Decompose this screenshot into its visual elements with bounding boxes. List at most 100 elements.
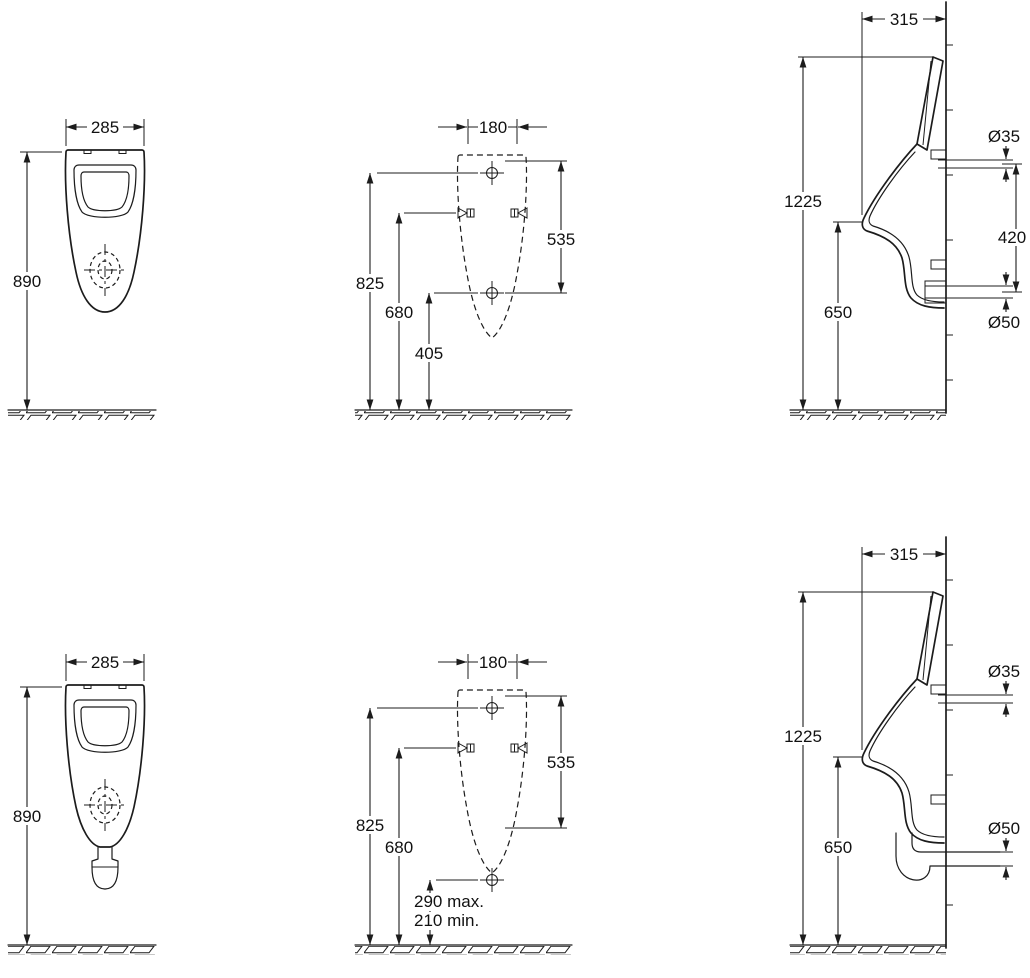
dim-label-inlet-dia: Ø35: [988, 127, 1020, 146]
dim-label-outlet-max: 290 max.: [414, 892, 484, 911]
floor-line: [7, 409, 157, 420]
dim-rim-height: 650: [817, 756, 863, 945]
outlet-hole-mark: [479, 280, 505, 306]
dim-label-rim-height: 650: [824, 303, 852, 322]
floor-line: [789, 944, 947, 955]
fixing-slot-mark: [118, 684, 127, 689]
ground-hatch: [8, 946, 156, 955]
urinal-front-outline: [64, 684, 146, 848]
dim-outlet-range: 290 max. 210 min.: [411, 879, 495, 945]
dim-total-height: 1225: [781, 591, 934, 945]
floor-line: [354, 409, 573, 420]
dim-label-inlet-outlet: 420: [998, 228, 1026, 247]
floor-line: [789, 409, 947, 420]
siphon-trap: [91, 846, 119, 890]
view-front-top: 285 890: [7, 118, 157, 420]
dim-anchor-spacing: 180: [438, 118, 547, 144]
dim-label-depth: 315: [890, 10, 918, 29]
dim-label-side-holes: 680: [385, 838, 413, 857]
fixing-slot-mark: [83, 149, 92, 154]
dim-label-outlet: 405: [415, 344, 443, 363]
dim-label-rim-height: 650: [824, 838, 852, 857]
dim-depth: 315: [861, 545, 946, 750]
dim-label-top-hole: 825: [356, 274, 384, 293]
p-trap: [895, 832, 1001, 881]
dim-inlet-outlet-gap: 420: [995, 163, 1029, 293]
fixing-hole-mark: [479, 695, 505, 721]
dim-label-outlet-dia: Ø50: [988, 313, 1020, 332]
dim-total-height: 1225: [781, 56, 934, 410]
dim-height: 890: [8, 686, 62, 945]
ground-hatch: [790, 946, 946, 955]
view-front-bottom: 285 890: [7, 653, 157, 955]
view-side-bottom: 315 Ø35 Ø50 1225 650: [781, 536, 1024, 955]
dim-top-hole-height: 825: [351, 172, 478, 410]
drain-centre-mark: [84, 779, 126, 831]
dim-label-holes-span: 535: [547, 753, 575, 772]
wall-line: [945, 1, 953, 414]
dim-outlet-diameter: Ø50: [984, 819, 1024, 880]
drain-centre-mark: [84, 244, 126, 296]
inlet-pipe: [938, 159, 1000, 169]
dim-inlet-diameter: Ø35: [984, 127, 1024, 182]
dim-label-anchor-spacing: 180: [479, 118, 507, 137]
dim-inlet-diameter: Ø35: [984, 662, 1024, 717]
urinal-side-profile: [861, 591, 947, 844]
dim-label-top-hole: 825: [356, 816, 384, 835]
floor-line: [7, 944, 157, 955]
outlet-pipe: [924, 280, 1000, 304]
dim-label-total-height: 1225: [784, 192, 822, 211]
dim-label-outlet-dia: Ø50: [988, 819, 1020, 838]
urinal-side-profile: [861, 56, 947, 309]
side-anchor-mark: [457, 742, 475, 754]
fixing-hole-mark: [479, 160, 505, 186]
dim-label-height: 890: [13, 807, 41, 826]
side-anchor-mark: [457, 207, 475, 219]
side-anchor-mark: [510, 207, 528, 219]
dim-label-width: 285: [91, 118, 119, 137]
dim-side-holes-height: 680: [380, 747, 456, 945]
wall-bracket-mark: [930, 684, 947, 695]
wall-bracket-mark: [930, 794, 947, 805]
inlet-pipe: [938, 694, 1000, 704]
wall-line: [945, 536, 953, 949]
dim-holes-span: 535: [505, 695, 580, 829]
ground-hatch: [355, 946, 572, 955]
dim-outlet-diameter: Ø50: [984, 272, 1024, 332]
ground-hatch: [790, 411, 946, 420]
fixing-slot-mark: [83, 684, 92, 689]
dim-holes-span: 535: [505, 160, 580, 294]
urinal-front-outline: [64, 149, 146, 313]
view-side-top: 315 Ø35 Ø50 420 1225: [781, 1, 1029, 420]
dim-width: 285: [65, 118, 145, 146]
dim-anchor-spacing: 180: [438, 653, 547, 679]
dim-label-width: 285: [91, 653, 119, 672]
dim-label-inlet-dia: Ø35: [988, 662, 1020, 681]
dim-depth: 315: [861, 10, 946, 215]
dim-side-holes-height: 680: [380, 212, 456, 410]
fixing-slot-mark: [118, 149, 127, 154]
view-anchoring-top: 180 535 825 680 405: [351, 118, 580, 420]
dim-label-depth: 315: [890, 545, 918, 564]
dim-label-holes-span: 535: [547, 230, 575, 249]
dim-label-total-height: 1225: [784, 727, 822, 746]
dim-height: 890: [8, 151, 62, 410]
dim-label-height: 890: [13, 272, 41, 291]
urinal-silhouette-dashed: [456, 154, 528, 339]
dim-rim-height: 650: [817, 221, 863, 410]
ground-hatch: [8, 411, 156, 420]
outlet-hole-mark: [479, 867, 505, 893]
floor-line: [354, 944, 573, 955]
dim-label-side-holes: 680: [385, 303, 413, 322]
wall-bracket-mark: [930, 149, 947, 160]
ground-hatch: [355, 411, 572, 420]
dim-top-hole-height: 825: [351, 707, 478, 945]
dim-label-anchor-spacing: 180: [479, 653, 507, 672]
dim-label-outlet-min: 210 min.: [414, 911, 479, 930]
urinal-silhouette-dashed: [456, 689, 528, 874]
dim-width: 285: [65, 653, 145, 681]
side-anchor-mark: [510, 742, 528, 754]
dim-outlet-height: 405: [410, 292, 478, 410]
